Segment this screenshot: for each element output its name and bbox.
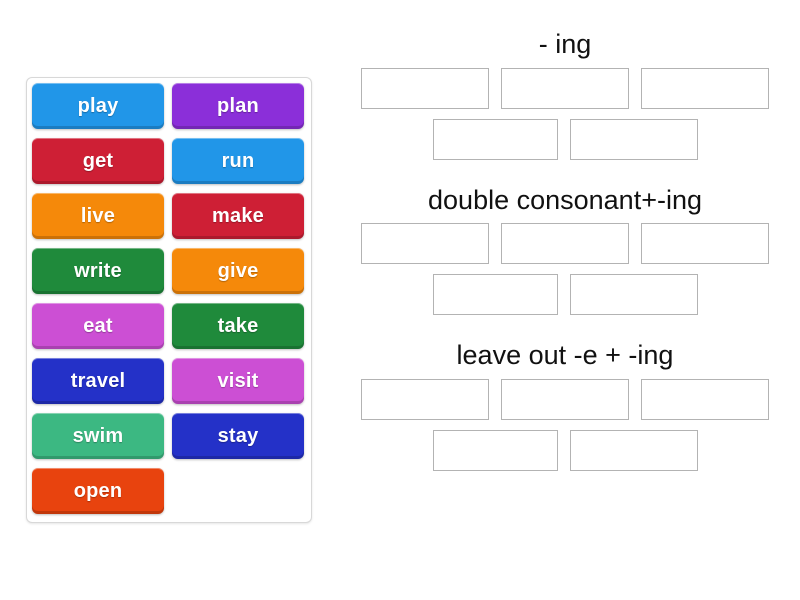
sorting-groups-area: - ing double consonant+-ing leave out -e +…: [340, 22, 790, 578]
group-title: double consonant+-ing: [428, 184, 702, 215]
word-tile[interactable]: make: [172, 193, 304, 239]
drop-slot[interactable]: [569, 430, 698, 472]
drop-slot[interactable]: [641, 379, 769, 421]
group-title: - ing: [538, 29, 592, 59]
sort-group: leave out -e + -ing: [340, 340, 790, 472]
drop-slot[interactable]: [361, 223, 489, 265]
drop-slot[interactable]: [361, 67, 489, 109]
drop-slot[interactable]: [569, 274, 698, 316]
drop-slot[interactable]: [432, 274, 558, 316]
drop-slot[interactable]: [641, 223, 769, 265]
drop-slot[interactable]: [501, 223, 629, 265]
drop-slot[interactable]: [569, 118, 698, 160]
drop-slot[interactable]: [432, 118, 558, 160]
word-tile[interactable]: play: [32, 83, 164, 129]
slot-row: [340, 118, 790, 160]
drop-slot[interactable]: [501, 67, 629, 109]
word-tile[interactable]: swim: [32, 413, 164, 459]
word-tile[interactable]: take: [172, 303, 304, 349]
word-tile[interactable]: run: [172, 138, 304, 184]
sort-group: - ing: [340, 29, 790, 160]
word-tile[interactable]: plan: [172, 83, 304, 129]
word-tile[interactable]: visit: [172, 358, 304, 404]
slot-row: [340, 274, 790, 316]
word-tile[interactable]: open: [32, 468, 164, 514]
drop-slot[interactable]: [641, 67, 769, 109]
word-tile[interactable]: stay: [172, 413, 304, 459]
slot-row: [340, 379, 790, 421]
group-title: leave out -e + -ing: [456, 340, 674, 371]
word-tile[interactable]: write: [32, 248, 164, 294]
sort-group: double consonant+-ing: [340, 184, 790, 316]
slot-row: [340, 223, 790, 265]
slot-row: [340, 430, 790, 472]
drop-slot[interactable]: [361, 379, 489, 421]
drop-slot[interactable]: [432, 430, 558, 472]
slot-row: [340, 67, 790, 109]
word-tile[interactable]: eat: [32, 303, 164, 349]
word-tile[interactable]: live: [32, 193, 164, 239]
word-tile[interactable]: get: [32, 138, 164, 184]
word-tile[interactable]: give: [172, 248, 304, 294]
drop-slot[interactable]: [501, 379, 629, 421]
word-tile[interactable]: travel: [32, 358, 164, 404]
